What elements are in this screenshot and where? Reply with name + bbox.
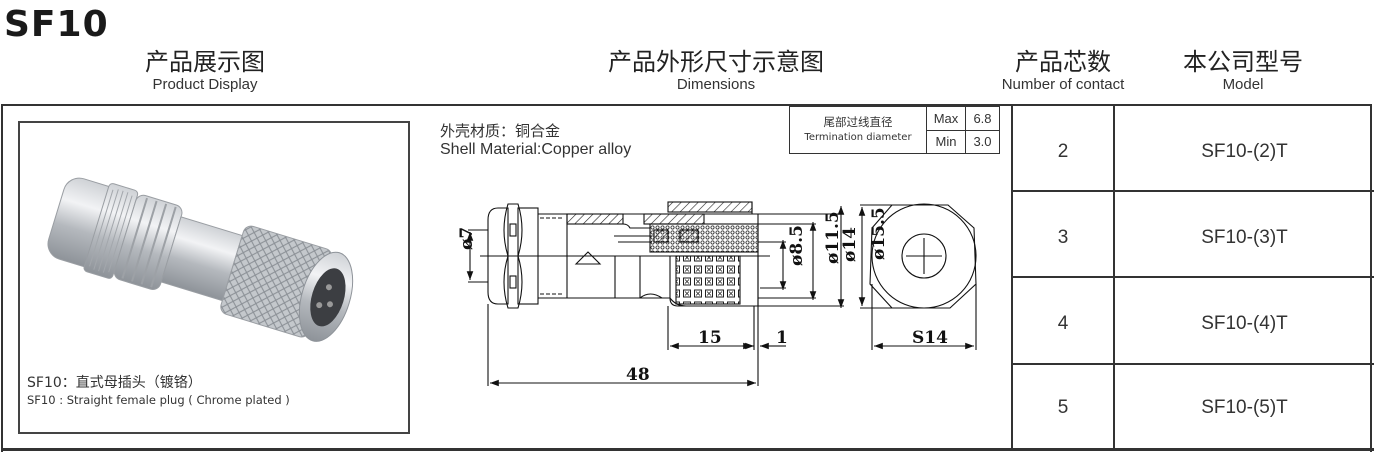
dimension-drawing: ø7 ø8.5 ø11.5 ø14 ø15.5 15 1 48 S14 bbox=[457, 201, 977, 387]
model-cell: SF10-(5)T bbox=[1201, 397, 1288, 418]
header-product-display: 产品展示图 Product Display bbox=[105, 48, 305, 94]
min-value: 3.0 bbox=[965, 129, 1000, 154]
header-model-cn: 本公司型号 bbox=[1183, 48, 1303, 76]
dim-d14: ø14 bbox=[840, 227, 860, 262]
dim-d11-5: ø11.5 bbox=[823, 211, 843, 264]
model-cell: SF10-(3)T bbox=[1201, 227, 1288, 248]
dim-s14: S14 bbox=[912, 328, 948, 348]
header-contacts-en: Number of contact bbox=[1001, 76, 1125, 93]
model-cell: SF10-(4)T bbox=[1201, 313, 1288, 334]
rear-cap bbox=[487, 207, 509, 305]
contacts-cell: 2 bbox=[1057, 141, 1069, 162]
header-dimensions-cn: 产品外形尺寸示意图 bbox=[608, 48, 824, 76]
hex-nut bbox=[503, 203, 523, 309]
model-cell: SF10-(2)T bbox=[1201, 141, 1288, 162]
row-divider bbox=[1013, 190, 1374, 192]
termination-diameter-label: 尾部过线直径 Termination diameter bbox=[789, 106, 927, 154]
dim-d15-5: ø15.5 bbox=[869, 207, 889, 260]
product-caption-cn: SF10：直式母插头（镀铬） bbox=[27, 375, 202, 391]
header-model-en: Model bbox=[1222, 76, 1264, 93]
header-contacts: 产品芯数 Number of contact bbox=[983, 48, 1143, 94]
product-caption-en: SF10 : Straight female plug ( Chrome pla… bbox=[27, 393, 290, 407]
shell-material-en: Shell Material:Copper alloy bbox=[440, 141, 632, 158]
page-title: SF10 bbox=[4, 4, 109, 45]
max-value: 6.8 bbox=[965, 106, 1000, 131]
termination-diameter-table: 尾部过线直径 Termination diameter Max 6.8 Min … bbox=[789, 106, 1000, 154]
dim-15: 15 bbox=[698, 328, 722, 348]
contacts-cell: 3 bbox=[1057, 227, 1069, 248]
product-photo-box bbox=[18, 121, 410, 434]
table-bottom-border bbox=[1, 448, 1374, 451]
contacts-column-left-border bbox=[1011, 104, 1013, 451]
row-divider bbox=[1013, 276, 1374, 278]
dim-d7: ø7 bbox=[457, 227, 477, 250]
shell-material-cn: 外壳材质：铜合金 bbox=[440, 122, 561, 140]
dim-d8-5: ø8.5 bbox=[787, 225, 807, 266]
header-dimensions: 产品外形尺寸示意图 Dimensions bbox=[566, 48, 866, 94]
row-divider bbox=[1013, 363, 1374, 365]
header-model: 本公司型号 Model bbox=[1168, 48, 1318, 94]
header-product-display-cn: 产品展示图 bbox=[145, 48, 265, 76]
header-product-display-en: Product Display bbox=[152, 76, 258, 93]
connector-photo-icon bbox=[47, 177, 354, 342]
spec-table-frame bbox=[1, 104, 1372, 452]
dim-1: 1 bbox=[776, 328, 788, 348]
header-dimensions-en: Dimensions bbox=[676, 76, 756, 93]
contacts-cell: 5 bbox=[1057, 397, 1069, 418]
header-contacts-cn: 产品芯数 bbox=[1015, 48, 1111, 76]
contacts-cell: 4 bbox=[1057, 313, 1069, 334]
termination-diameter-label-cn: 尾部过线直径 bbox=[823, 115, 893, 129]
min-label: Min bbox=[926, 129, 966, 154]
dim-48: 48 bbox=[626, 365, 650, 385]
max-label: Max bbox=[926, 106, 966, 131]
termination-diameter-label-en: Termination diameter bbox=[804, 132, 912, 143]
